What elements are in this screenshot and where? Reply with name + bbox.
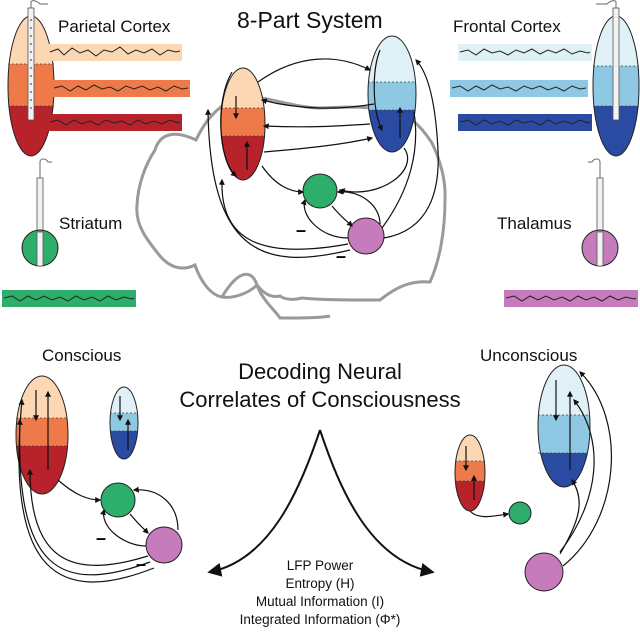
striatum-electrode [2, 158, 136, 307]
unconscious-frontal-node [537, 364, 591, 488]
conscious-thalamus-node [145, 526, 183, 564]
label-thalamus: Thalamus [497, 214, 572, 233]
label-conscious: Conscious [42, 346, 122, 365]
thalamus-electrode [504, 158, 638, 307]
center-thalamus-node [347, 217, 385, 255]
brain-cerebellum-fold [220, 272, 259, 298]
conscious-parietal-node [15, 375, 69, 495]
center-title: Decoding Neural Correlates of Consciousn… [150, 358, 490, 414]
center-inhibit-sign-2: – [336, 246, 346, 266]
measure-item: Entropy (H) [285, 576, 355, 591]
conscious-inhibit-sign-1: – [96, 528, 106, 548]
frontal-electrode [592, 0, 640, 157]
label-unconscious: Unconscious [480, 346, 578, 365]
center-title-line2: Correlates of Consciousness [179, 387, 461, 412]
measures-list: LFP Power Entropy (H) Mutual Information… [200, 557, 440, 629]
parietal-traces [48, 44, 190, 131]
page-title: 8-Part System [237, 7, 383, 33]
unconscious-striatum-node [508, 501, 532, 525]
measure-item: LFP Power [286, 558, 354, 573]
conscious-connections [16, 390, 179, 583]
brain-brainstem [255, 284, 331, 320]
center-title-line1: Decoding Neural [238, 359, 402, 384]
measure-item: Integrated Information (Φ*) [239, 612, 401, 627]
conscious-frontal-node [109, 386, 139, 460]
label-striatum: Striatum [59, 214, 123, 233]
unconscious-connections [463, 371, 613, 567]
center-frontal-node [367, 35, 417, 153]
measure-item: Mutual Information (I) [255, 594, 385, 609]
unconscious-parietal-node [454, 434, 486, 512]
center-connections [205, 49, 439, 258]
label-parietal-cortex: Parietal Cortex [58, 17, 171, 36]
parietal-electrode [7, 0, 55, 157]
divergent-arrows [207, 429, 435, 577]
center-inhibit-sign-1: – [296, 220, 306, 240]
center-striatum-node [302, 173, 338, 209]
frontal-traces [450, 44, 592, 131]
conscious-striatum-node [100, 482, 136, 518]
unconscious-thalamus-node [524, 552, 564, 592]
conscious-inhibit-sign-2: – [136, 554, 146, 574]
label-frontal-cortex: Frontal Cortex [453, 17, 561, 36]
